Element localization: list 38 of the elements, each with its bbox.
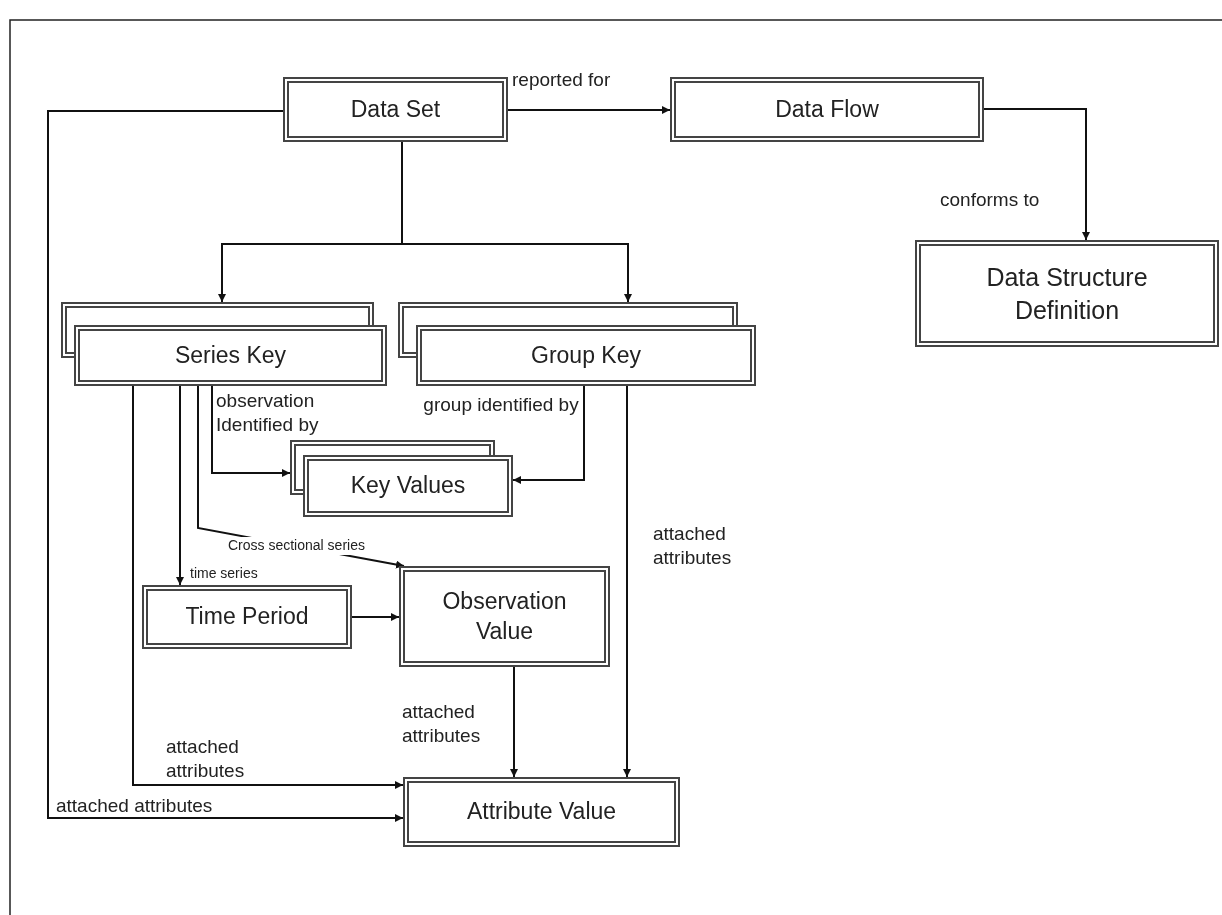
edge-label: group identified by (422, 393, 580, 417)
edge-label: attached attributes (653, 522, 733, 570)
box-label: Data Flow (775, 94, 879, 124)
arrow (211, 385, 291, 477)
box-label: Attribute Value (466, 797, 617, 827)
arrow (47, 110, 404, 822)
entity-box (399, 566, 610, 667)
stacked-entity-box (398, 302, 756, 386)
box-label: Time Period (185, 602, 309, 632)
edge-label: observation Identified by (216, 389, 320, 437)
entity-box (142, 585, 352, 649)
box-label: Group Key (531, 340, 641, 370)
edge-label: conforms to (940, 188, 1040, 212)
arrow (512, 385, 585, 484)
arrow (983, 108, 1090, 241)
box-label: Data Set (350, 94, 441, 124)
edge-label: reported for (512, 68, 611, 92)
arrow (351, 613, 400, 621)
edge-label: attached attributes (166, 735, 246, 783)
arrow (510, 666, 518, 778)
entity-box (283, 77, 508, 142)
box-label: Data Structure Definition (985, 262, 1149, 326)
edge-label: time series (190, 565, 258, 583)
arrow (176, 385, 184, 586)
stacked-entity-box (290, 440, 513, 517)
entity-box (670, 77, 984, 142)
edge-label: Cross sectional series (226, 537, 367, 555)
box-label: Observation Value (441, 586, 568, 646)
arrow (623, 385, 631, 778)
edge-label: attached attributes (56, 794, 213, 818)
entity-box (403, 777, 680, 847)
arrow (132, 385, 404, 789)
stacked-entity-box (61, 302, 387, 386)
box-label: Key Values (350, 471, 466, 501)
arrow (507, 106, 671, 114)
entity-box (915, 240, 1219, 347)
box-label: Series Key (174, 340, 287, 370)
edge-label: attached attributes (402, 700, 482, 748)
